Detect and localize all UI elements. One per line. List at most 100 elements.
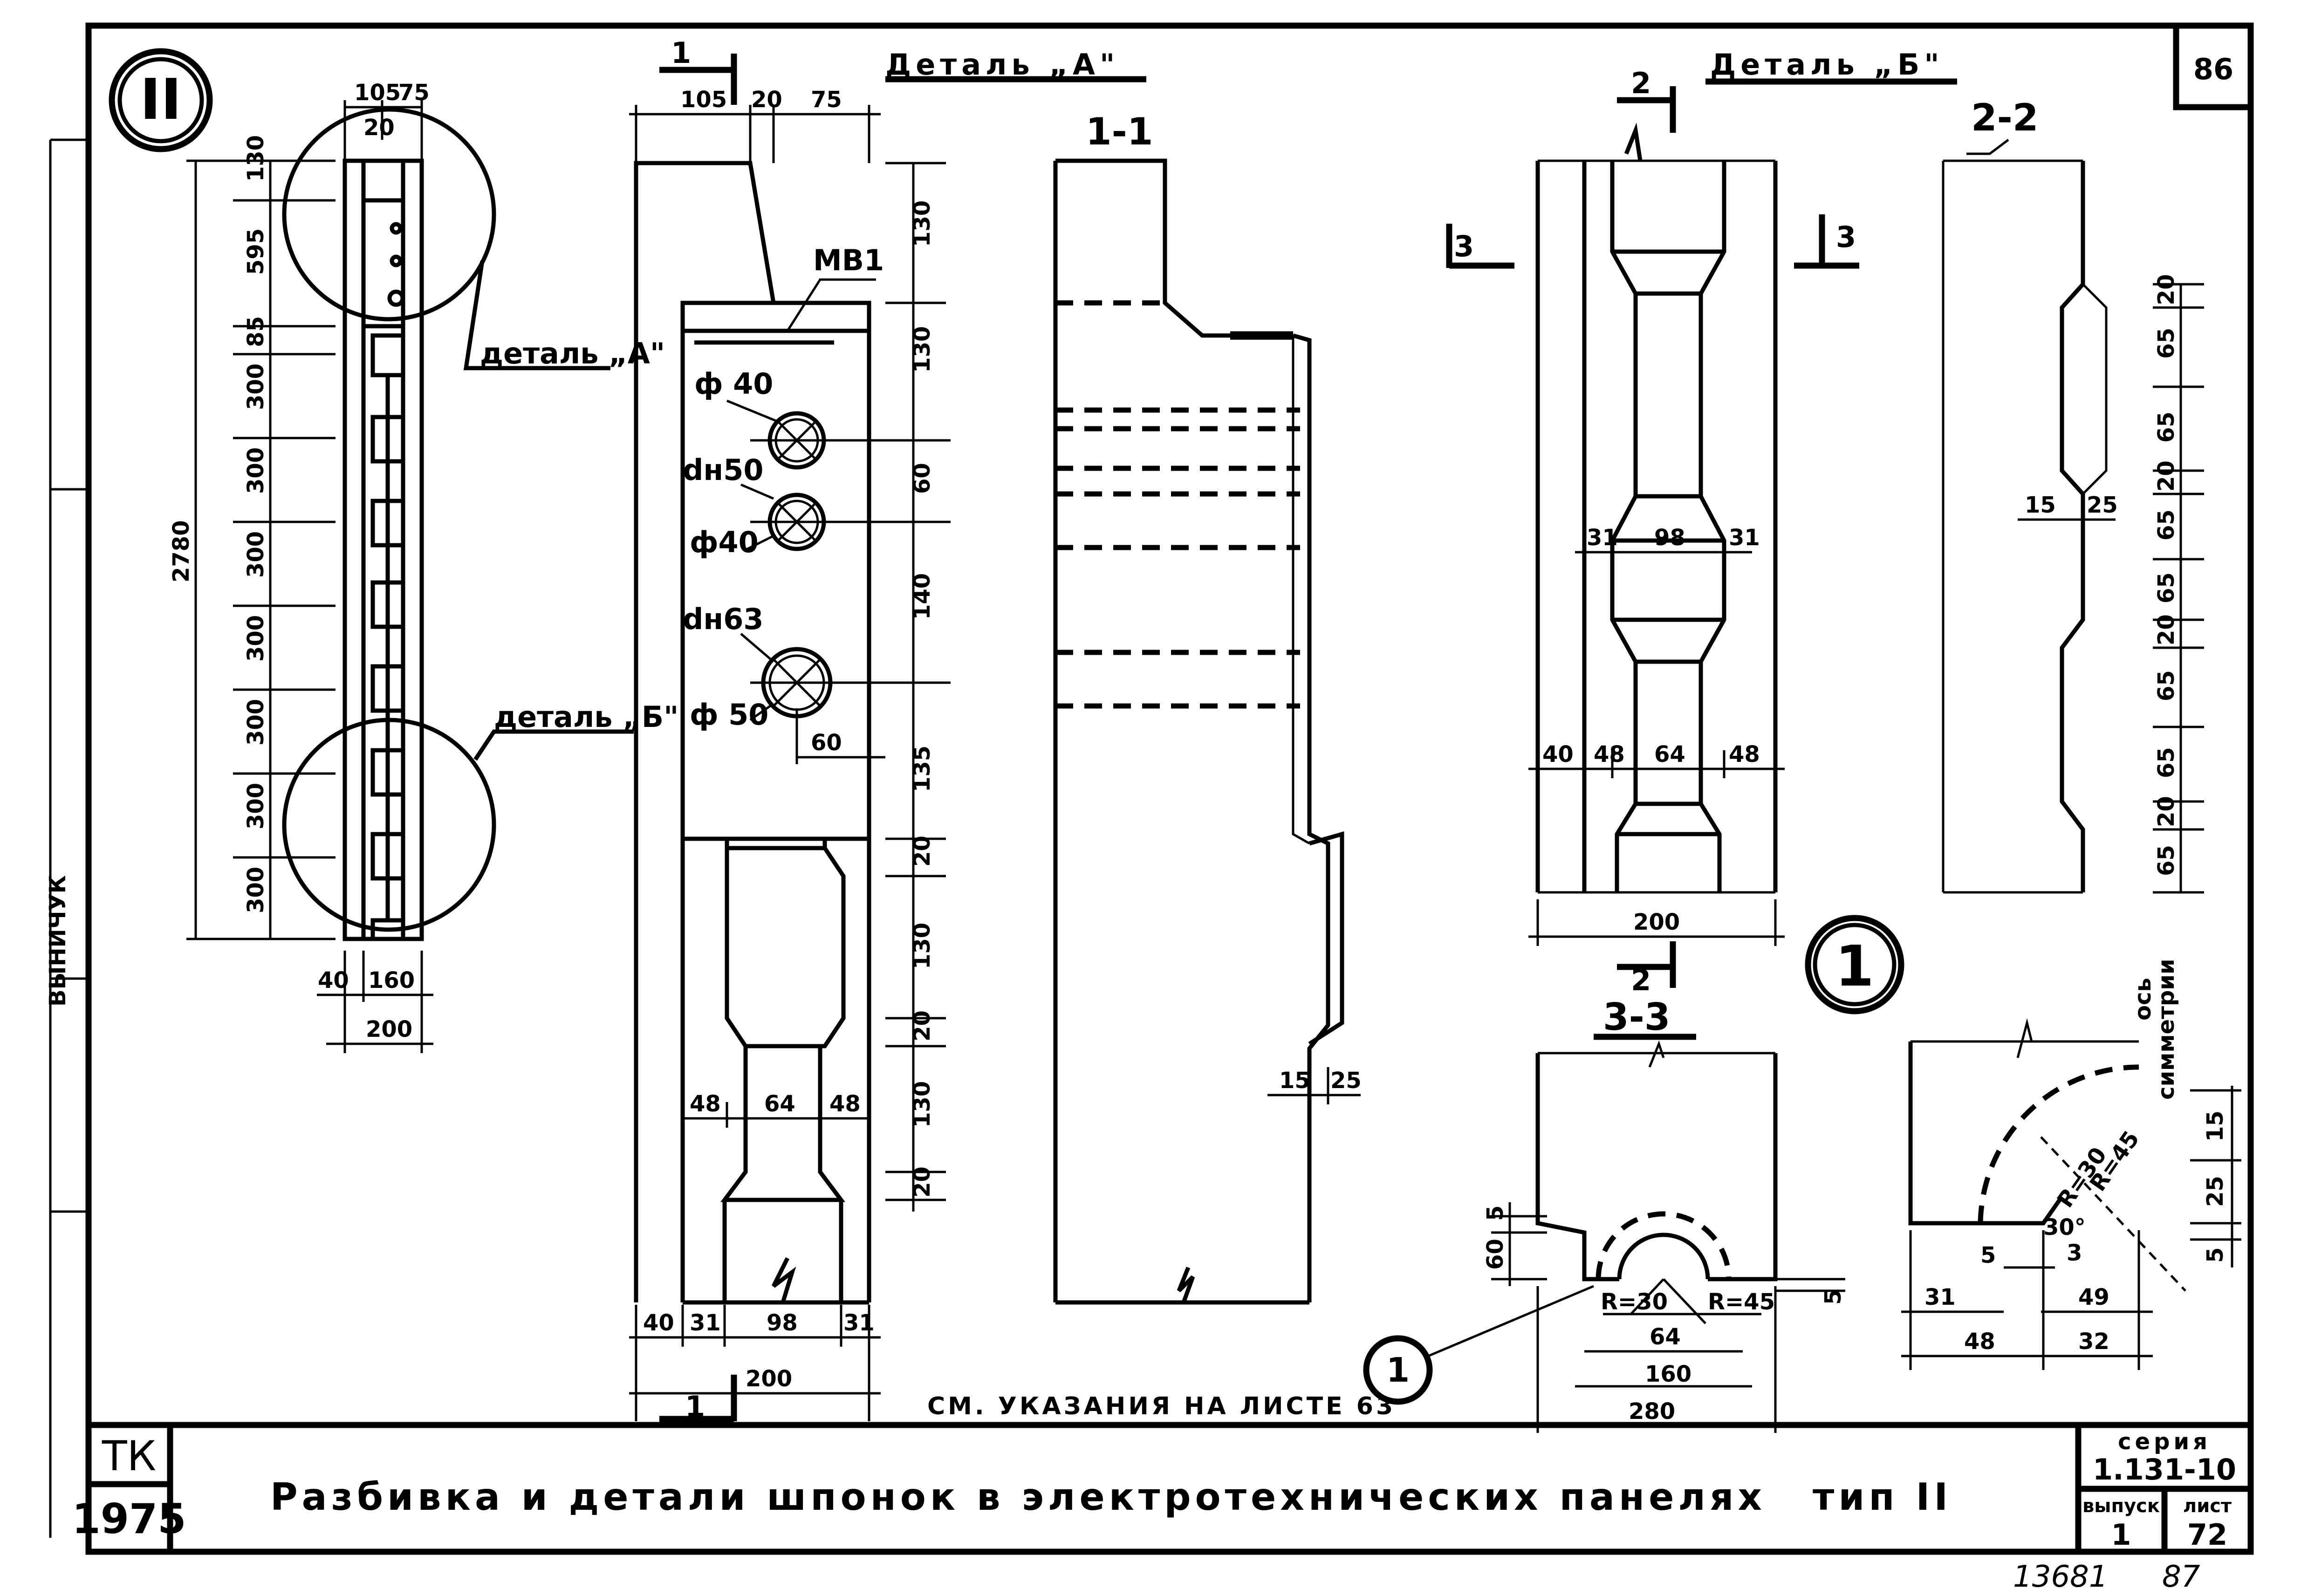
detail-a-rdim-130-4: 130 xyxy=(909,1081,935,1128)
section-2-2-rdim-20-4: 20 xyxy=(2153,796,2179,827)
detail-a-rdim-20-1: 20 xyxy=(909,836,935,867)
section-3-3-dim-64: 64 xyxy=(1650,1324,1681,1350)
year: 1975 xyxy=(72,1495,186,1543)
overview-vdim-595: 595 xyxy=(243,228,269,275)
axis-label-1: ось xyxy=(2130,978,2156,1021)
section-2-2-rdim-65-6: 65 xyxy=(2153,747,2179,778)
sheet-type: тип II xyxy=(1813,1475,1952,1519)
node-1-rdim-25: 25 xyxy=(2202,1176,2228,1207)
detail-a-rdim-130-1: 130 xyxy=(909,200,935,247)
detail-b-width-dim: 200 xyxy=(1633,909,1680,935)
org-code: ТК xyxy=(102,1432,156,1480)
detail-a-rdim-60: 60 xyxy=(909,463,935,494)
section-2-2-title: 2-2 xyxy=(1971,96,2039,139)
node-1-rdim-15: 15 xyxy=(2202,1110,2228,1142)
detail-b: Деталь „Б" 2 3 3 31 xyxy=(1446,48,1957,997)
section-2-2-dim-25: 25 xyxy=(2087,492,2118,518)
detail-a-right-dims: 130 130 60 140 135 20 130 20 130 20 xyxy=(885,162,946,1201)
detail-b-key xyxy=(1610,161,1726,892)
detail-a-embedded-label: МВ1 xyxy=(813,243,884,277)
section-2-2-rdim-20-1: 20 xyxy=(2153,274,2179,305)
axis-label-2: симметрии xyxy=(2153,959,2179,1100)
section-1-1-dim-15: 15 xyxy=(1279,1068,1310,1094)
handwritten-page: 87 xyxy=(2162,1560,2200,1594)
node-1-dim-3: 3 xyxy=(2067,1240,2082,1266)
detail-b-cut-left: 3 xyxy=(1454,229,1474,263)
detail-a-holes xyxy=(750,411,951,719)
section-2-2-rdim-65-5: 65 xyxy=(2153,670,2179,701)
detail-a-top-dim-105: 105 xyxy=(680,87,727,113)
margin-stamp: ВЫНИЧУК xyxy=(45,875,71,1007)
detail-b-title: Деталь „Б" xyxy=(1710,48,1944,82)
section-2-2-rdim-20-2: 20 xyxy=(2153,460,2179,492)
type-marker: II xyxy=(140,68,181,132)
section-2-2-rdim-20-3: 20 xyxy=(2153,614,2179,645)
overview-keys xyxy=(370,333,405,941)
drawing-frame: 86 xyxy=(49,22,2254,1555)
node-1-dim-49: 49 xyxy=(2078,1284,2109,1310)
detail-a: Деталь „А" 1 105 20 75 МВ1 xyxy=(629,36,1146,1424)
detail-a-rdim-20-3: 20 xyxy=(909,1166,935,1198)
section-3-3-title: 3-3 xyxy=(1603,995,1671,1039)
node-1-marker: 1 xyxy=(1835,934,1874,999)
series-value: 1.131-10 xyxy=(2093,1452,2236,1486)
overview-bottom-dim-40: 40 xyxy=(318,967,349,993)
overview-top-dim-20: 20 xyxy=(363,115,395,141)
section-3-3-dim-280: 280 xyxy=(1629,1398,1675,1425)
section-2-2-rdim-65-7: 65 xyxy=(2153,845,2179,876)
node-1-angle: 30° xyxy=(2043,1214,2086,1240)
hole-label-d40-2: ф40 xyxy=(690,525,759,559)
detail-a-rdim-130-2: 130 xyxy=(909,326,935,373)
detail-a-cut-mark-top: 1 xyxy=(671,36,691,70)
hole-label-dn63: dн63 xyxy=(683,602,764,636)
section-2-2-rdim-65-3: 65 xyxy=(2153,509,2179,541)
overview-panel: II деталь „А" деталь „Б" xyxy=(109,48,678,1053)
section-2-2: 2-2 15 25 20 65 65 20 65 6 xyxy=(1942,96,2204,894)
overview-panel-outline xyxy=(342,158,424,941)
hole-label-dn50: dн50 xyxy=(683,453,764,487)
section-2-2-rdim-65-1: 65 xyxy=(2153,328,2179,359)
sheet-value: 72 xyxy=(2187,1518,2227,1552)
detail-a-top-dim-20: 20 xyxy=(751,87,782,113)
sheet-number-box xyxy=(2173,22,2254,110)
handwritten-inventory: 13681 xyxy=(2013,1560,2108,1594)
node-1-dim-48: 48 xyxy=(1964,1329,1995,1355)
series-label: серия xyxy=(2118,1429,2211,1455)
instruction-note: СМ. УКАЗАНИЯ НА ЛИСТЕ 63 xyxy=(927,1392,1396,1420)
node-1-callout-circle xyxy=(1363,1335,1433,1405)
issue-label: выпуск xyxy=(2082,1495,2160,1517)
detail-a-bottom-dim-40: 40 xyxy=(643,1310,674,1336)
detail-a-key-dim-48-right: 48 xyxy=(829,1091,861,1117)
section-2-2-right-dims: 20 65 65 20 65 65 20 65 65 20 65 xyxy=(2153,274,2204,894)
detail-a-top-dim-75: 75 xyxy=(811,87,842,113)
detail-b-bottom-dim-48-right: 48 xyxy=(1729,741,1760,767)
section-2-2-dim-15: 15 xyxy=(2025,492,2056,518)
node-1: 1 ось симметрии R=45 R=30 30° 5 3 31 49 … xyxy=(1805,915,2241,1370)
overview-vertical-dims: 130 595 85 300 300 300 300 300 300 300 xyxy=(186,135,336,940)
node-1-dim-31: 31 xyxy=(1924,1284,1956,1310)
section-3-3-dim-160: 160 xyxy=(1645,1361,1692,1387)
sheet-title: Разбивка и детали шпонок в электротехнич… xyxy=(270,1475,1766,1519)
overview-vdim-300-2: 300 xyxy=(243,447,269,494)
detail-a-panel xyxy=(634,161,871,1305)
section-3-3-dim-5: 5 xyxy=(1482,1206,1508,1221)
node-1-marker-circle xyxy=(1805,915,1904,1014)
overview-detail-b-label: деталь „Б" xyxy=(494,700,678,734)
section-3-3-dim-5-right: 5 xyxy=(1820,1289,1846,1305)
section-3-3-radius-45: R=45 xyxy=(1708,1289,1775,1315)
detail-a-rdim-135: 135 xyxy=(909,746,935,792)
detail-a-width-dim: 200 xyxy=(746,1366,792,1392)
detail-b-mid-dim-31-right: 31 xyxy=(1729,525,1760,551)
hole-offset-dim: 60 xyxy=(811,730,842,756)
overview-top-dim-105: 105 xyxy=(354,80,401,106)
overview-vdim-300-3: 300 xyxy=(243,531,269,578)
detail-a-key-dim-48-left: 48 xyxy=(690,1091,721,1117)
node-1-dim-5: 5 xyxy=(1980,1242,1996,1268)
detail-b-bottom-dim-40: 40 xyxy=(1542,741,1574,767)
detail-b-bottom-dim-48-left: 48 xyxy=(1594,741,1625,767)
section-2-2-rdim-65-2: 65 xyxy=(2153,411,2179,443)
overview-vdim-85: 85 xyxy=(243,316,269,347)
overview-height-dim: 2780 xyxy=(168,520,194,582)
detail-a-rdim-140: 140 xyxy=(909,573,935,620)
